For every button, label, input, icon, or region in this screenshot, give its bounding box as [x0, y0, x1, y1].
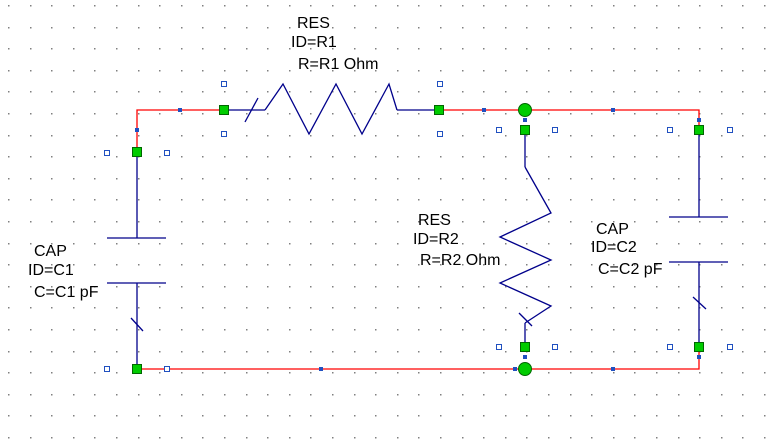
r2-orientation-tick [518, 312, 533, 327]
resistor-r2[interactable] [498, 130, 553, 347]
wire-bottom-right[interactable] [525, 347, 700, 370]
r2-value-label: R=R2 Ohm [420, 252, 501, 269]
pin-c1-1[interactable] [132, 147, 142, 157]
wire-marker[interactable] [319, 367, 323, 371]
pin-r1-2[interactable] [434, 105, 444, 115]
wire-marker[interactable] [135, 128, 139, 132]
wire-top-right[interactable] [525, 109, 700, 130]
wire-marker[interactable] [697, 355, 701, 359]
handle[interactable] [104, 366, 110, 372]
handle[interactable] [164, 150, 170, 156]
c2-value-label: C=C2 pF [598, 261, 663, 278]
wire-marker[interactable] [611, 108, 615, 112]
handle[interactable] [552, 344, 558, 350]
r2-type-label: RES [418, 212, 451, 229]
junction-nodes [518, 103, 532, 376]
handle[interactable] [496, 127, 502, 133]
pin-r2-1[interactable] [520, 125, 530, 135]
handle[interactable] [437, 81, 443, 87]
pin-r1-1[interactable] [219, 105, 229, 115]
c1-id-label: ID=C1 [28, 262, 74, 279]
handle[interactable] [727, 344, 733, 350]
pin-c2-2[interactable] [694, 342, 704, 352]
r1-id-label: ID=R1 [291, 34, 337, 51]
handle[interactable] [667, 127, 673, 133]
wire-marker[interactable] [482, 108, 486, 112]
handle[interactable] [667, 344, 673, 350]
c2-orientation-tick [692, 296, 707, 310]
pin-c1-2[interactable] [132, 364, 142, 374]
wire-marker[interactable] [611, 367, 615, 371]
r1-value-label: R=R1 Ohm [298, 56, 379, 73]
c1-value-label: C=C1 pF [34, 284, 99, 301]
handle[interactable] [104, 150, 110, 156]
wire-marker[interactable] [523, 118, 527, 122]
pin-r2-2[interactable] [520, 342, 530, 352]
handle[interactable] [496, 344, 502, 350]
capacitor-c1[interactable] [107, 152, 166, 369]
r2-id-label: ID=R2 [413, 231, 459, 248]
r1-type-label: RES [297, 15, 330, 32]
resistor-r1[interactable] [224, 82, 439, 136]
handle[interactable] [164, 366, 170, 372]
wire-marker[interactable] [513, 367, 517, 371]
handle[interactable] [221, 81, 227, 87]
component-pins [132, 105, 704, 374]
capacitor-c2[interactable] [669, 130, 728, 347]
wire-marker[interactable] [178, 108, 182, 112]
pin-c2-1[interactable] [694, 125, 704, 135]
wire-marker[interactable] [523, 355, 527, 359]
c1-orientation-tick [130, 317, 144, 332]
r1-orientation-tick [244, 97, 259, 123]
c1-type-label: CAP [34, 243, 67, 260]
handle[interactable] [727, 127, 733, 133]
c2-id-label: ID=C2 [591, 239, 637, 256]
handle[interactable] [437, 131, 443, 137]
junction-bottom[interactable] [518, 362, 532, 376]
wire-marker[interactable] [697, 118, 701, 122]
c2-type-label: CAP [596, 221, 629, 238]
selection-handles [104, 81, 733, 372]
wire-top-left[interactable] [136, 109, 224, 152]
handle[interactable] [552, 127, 558, 133]
junction-top[interactable] [518, 103, 532, 117]
handle[interactable] [221, 131, 227, 137]
wire-segment-markers [135, 108, 701, 371]
wires [136, 109, 700, 370]
